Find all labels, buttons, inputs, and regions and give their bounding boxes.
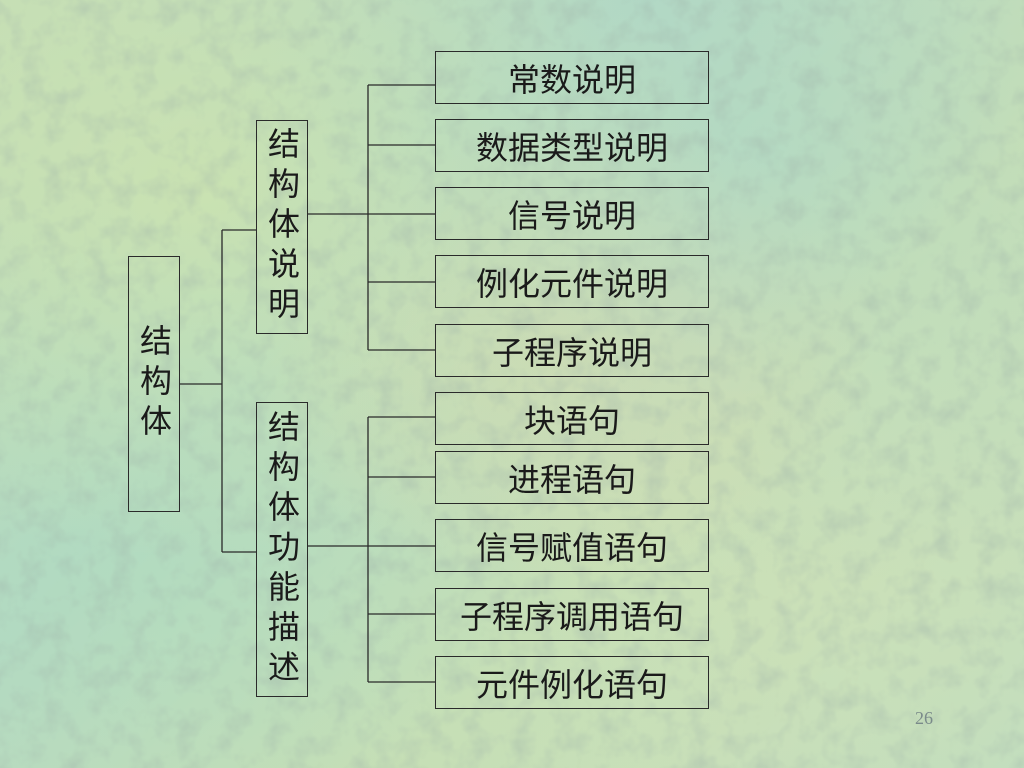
group-label: 结构体说明 <box>263 127 301 327</box>
item-node: 元件例化语句 <box>435 656 709 709</box>
item-node: 块语句 <box>435 392 709 445</box>
item-label: 常数说明 <box>507 60 636 99</box>
item-label: 信号赋值语句 <box>475 528 668 567</box>
item-label: 信号说明 <box>507 196 636 235</box>
item-node: 数据类型说明 <box>435 119 709 172</box>
item-node: 常数说明 <box>435 51 709 104</box>
item-node: 信号说明 <box>435 187 709 240</box>
item-node: 信号赋值语句 <box>435 519 709 572</box>
root-node: 结构体 <box>128 256 180 512</box>
item-label: 元件例化语句 <box>475 665 668 704</box>
group-label: 结构体功能描述 <box>263 409 301 690</box>
root-label: 结构体 <box>135 324 173 444</box>
item-label: 块语句 <box>523 401 620 440</box>
item-label: 子程序调用语句 <box>459 597 684 636</box>
group-node-description: 结构体功能描述 <box>256 402 308 697</box>
item-label: 数据类型说明 <box>475 128 668 167</box>
item-node: 进程语句 <box>435 451 709 504</box>
page-number: 26 <box>915 708 933 728</box>
item-node: 例化元件说明 <box>435 255 709 308</box>
item-label: 进程语句 <box>507 460 636 499</box>
item-label: 子程序说明 <box>491 333 652 372</box>
item-label: 例化元件说明 <box>475 264 668 303</box>
item-node: 子程序说明 <box>435 324 709 377</box>
group-node-declaration: 结构体说明 <box>256 120 308 334</box>
item-node: 子程序调用语句 <box>435 588 709 641</box>
